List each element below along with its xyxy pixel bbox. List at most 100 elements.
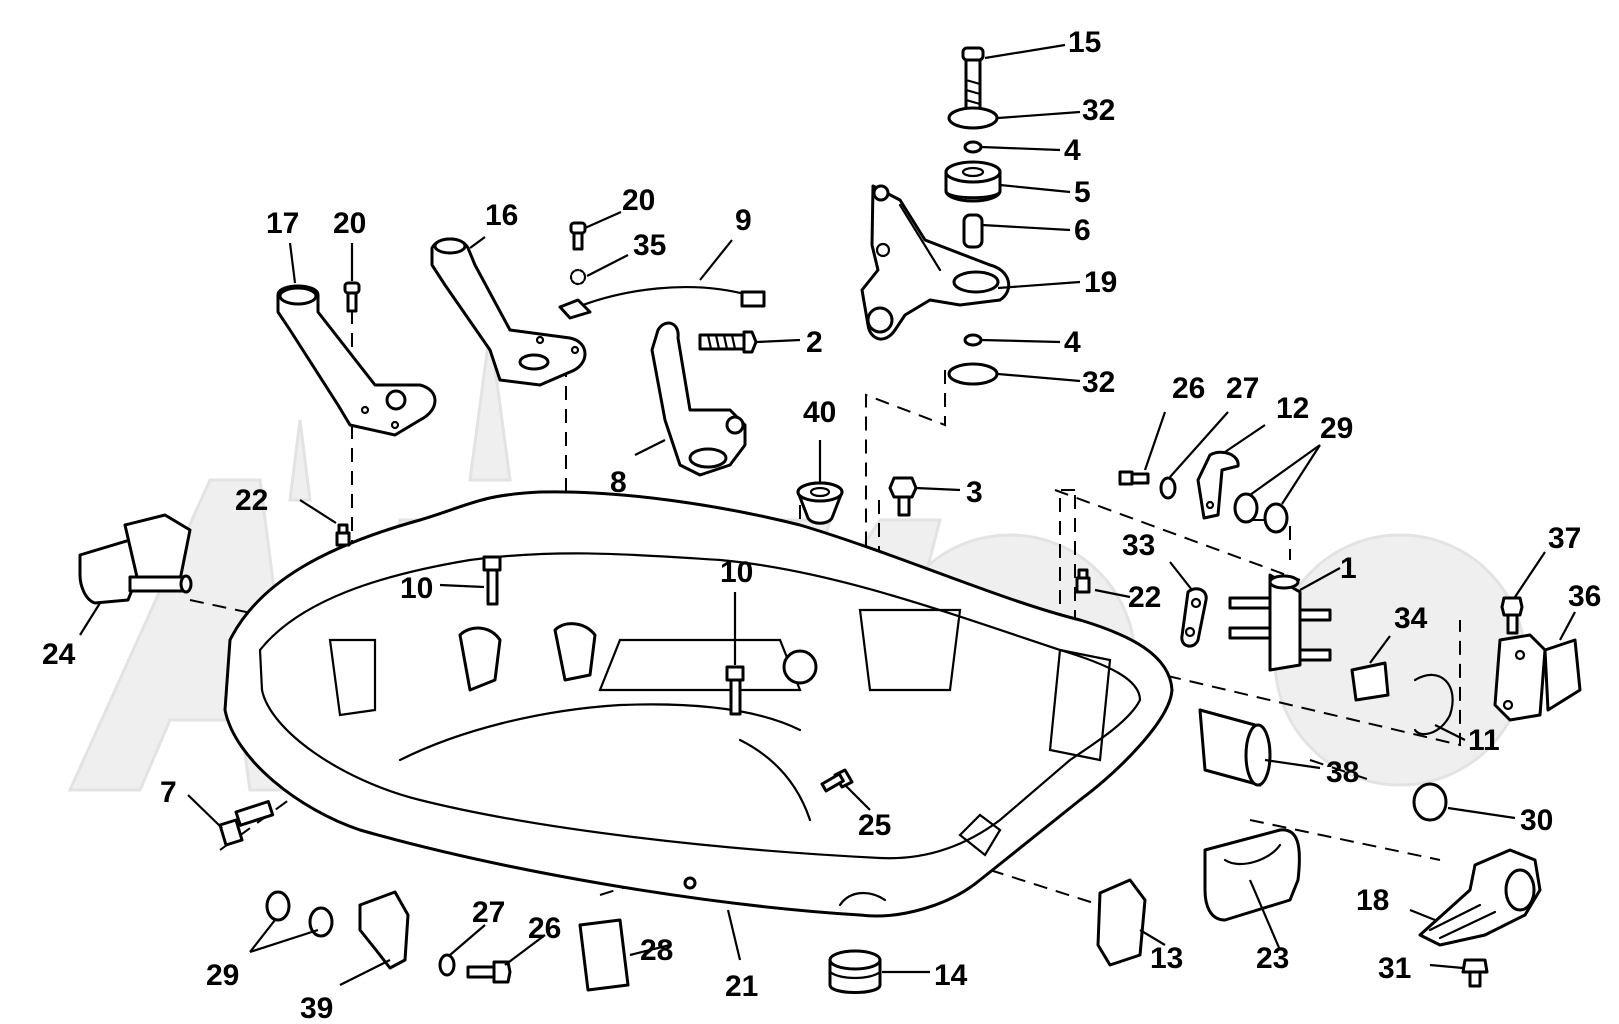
bolt-20-left bbox=[343, 281, 361, 313]
callout-21: 21 bbox=[725, 970, 758, 1003]
callout-26-right: 26 bbox=[1172, 372, 1205, 405]
callout-5: 5 bbox=[1074, 176, 1091, 209]
bracket-36 bbox=[1493, 633, 1582, 722]
callout-34: 34 bbox=[1394, 602, 1428, 635]
grip-23 bbox=[1203, 828, 1301, 922]
callout-33: 33 bbox=[1122, 529, 1155, 562]
callout-2: 2 bbox=[806, 326, 823, 359]
callout-10-left: 10 bbox=[400, 572, 433, 605]
washer-32-top bbox=[947, 106, 999, 130]
bracket-18 bbox=[1418, 848, 1542, 947]
callout-29-right: 29 bbox=[1320, 412, 1353, 445]
screw-31 bbox=[1461, 958, 1489, 988]
washer-29-right-a bbox=[1233, 492, 1259, 524]
washer-4-bottom bbox=[963, 333, 983, 347]
bracket-16 bbox=[430, 237, 587, 387]
callout-16: 16 bbox=[485, 199, 518, 232]
callout-27-bottom: 27 bbox=[472, 896, 505, 929]
callout-4-bottom: 4 bbox=[1064, 326, 1081, 359]
callout-9: 9 bbox=[735, 204, 752, 237]
leader-lines bbox=[79, 43, 1576, 986]
callout-8: 8 bbox=[610, 466, 627, 499]
callout-24: 24 bbox=[42, 638, 76, 671]
callout-14: 14 bbox=[934, 959, 968, 992]
bolt-37 bbox=[1500, 596, 1524, 635]
grommet-14 bbox=[828, 949, 882, 994]
callout-32-bottom: 32 bbox=[1082, 366, 1115, 399]
callout-11: 11 bbox=[1468, 724, 1500, 757]
bracket-13 bbox=[1096, 878, 1147, 967]
callout-37: 37 bbox=[1548, 522, 1581, 555]
callout-31: 31 bbox=[1378, 952, 1411, 985]
washer-27-bottom bbox=[438, 953, 456, 977]
washer-4-top bbox=[963, 140, 983, 154]
washer-29-right-b bbox=[1263, 502, 1289, 534]
callout-25: 25 bbox=[858, 809, 891, 842]
callout-20-left: 20 bbox=[333, 207, 366, 240]
screw-26-right bbox=[1118, 470, 1150, 486]
callout-3: 3 bbox=[966, 476, 983, 509]
callout-26-bottom: 26 bbox=[528, 912, 561, 945]
callout-27-right: 27 bbox=[1226, 372, 1259, 405]
washer-27-right bbox=[1159, 476, 1177, 500]
pad-38 bbox=[1198, 708, 1272, 787]
plug-34 bbox=[1350, 661, 1390, 702]
callout-4-top: 4 bbox=[1064, 134, 1081, 167]
link-33 bbox=[1180, 587, 1208, 648]
handle-24 bbox=[78, 513, 193, 605]
washer-32-bottom bbox=[947, 362, 999, 386]
bracket-8 bbox=[650, 321, 747, 477]
callout-23: 23 bbox=[1256, 942, 1289, 975]
screw-10-left bbox=[482, 555, 502, 606]
bracket-19 bbox=[860, 184, 1011, 341]
callout-35: 35 bbox=[633, 229, 666, 262]
washer-29-bottom-b bbox=[308, 906, 334, 938]
grease-fitting-22-left bbox=[335, 523, 351, 547]
callout-18: 18 bbox=[1356, 884, 1389, 917]
callout-1: 1 bbox=[1340, 552, 1357, 585]
clip-12 bbox=[1196, 450, 1240, 520]
screw-26-bottom bbox=[466, 960, 512, 984]
callout-38: 38 bbox=[1326, 756, 1359, 789]
bolt-20-center bbox=[569, 221, 587, 251]
callout-30: 30 bbox=[1520, 804, 1553, 837]
bracket-39 bbox=[358, 890, 410, 970]
fitting-1 bbox=[1228, 573, 1332, 672]
washer-29-bottom-a bbox=[265, 890, 291, 922]
screw-10-center bbox=[725, 665, 745, 716]
bolt-7 bbox=[218, 799, 275, 847]
lockwasher-35 bbox=[569, 268, 587, 286]
grease-fitting-22-right bbox=[1075, 568, 1091, 594]
bolt-3 bbox=[888, 476, 918, 517]
callout-labels: 15 32 4 5 6 19 4 32 17 20 16 20 35 9 2 8… bbox=[42, 26, 1601, 1024]
callout-6: 6 bbox=[1074, 214, 1091, 247]
callout-12: 12 bbox=[1276, 392, 1309, 425]
sleeve-6 bbox=[962, 213, 984, 249]
callout-32-top: 32 bbox=[1082, 94, 1115, 127]
callout-7: 7 bbox=[160, 776, 177, 809]
callout-20-center: 20 bbox=[622, 184, 655, 217]
callout-28: 28 bbox=[640, 934, 673, 967]
callout-13: 13 bbox=[1150, 942, 1183, 975]
callout-36: 36 bbox=[1568, 580, 1601, 613]
plug-30 bbox=[1412, 782, 1448, 822]
lower-motor-cover bbox=[223, 490, 1174, 918]
callout-15: 15 bbox=[1068, 26, 1101, 59]
callout-22-right: 22 bbox=[1128, 581, 1161, 614]
callout-40: 40 bbox=[803, 396, 836, 429]
callout-29-bottom: 29 bbox=[206, 959, 239, 992]
bracket-17 bbox=[276, 284, 437, 437]
callout-19: 19 bbox=[1084, 266, 1117, 299]
callout-39: 39 bbox=[300, 992, 333, 1024]
grommet-40 bbox=[796, 481, 844, 525]
callout-10-center: 10 bbox=[720, 556, 753, 589]
bolt-2 bbox=[698, 330, 758, 354]
ground-wire-9 bbox=[558, 286, 766, 320]
clamp-11 bbox=[1413, 673, 1454, 736]
callout-22-left: 22 bbox=[235, 484, 268, 517]
screw-25 bbox=[820, 768, 854, 793]
grommet-5 bbox=[944, 160, 1002, 203]
pad-28 bbox=[578, 918, 630, 992]
callout-17: 17 bbox=[266, 207, 299, 240]
